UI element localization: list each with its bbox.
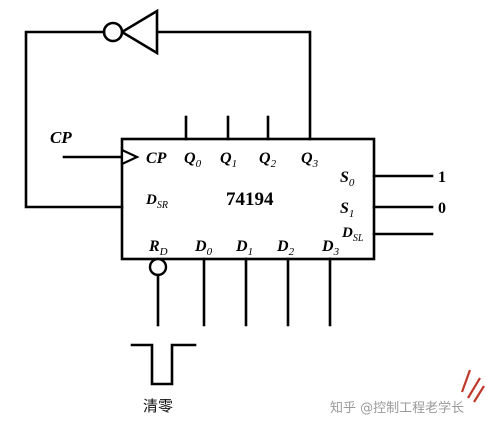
q3-label: Q3 — [301, 150, 319, 170]
rd-label: RD — [148, 238, 168, 258]
q2-label: Q2 — [259, 150, 277, 170]
clear-pulse-waveform — [130, 343, 197, 386]
q1-label: Q1 — [220, 150, 237, 170]
cp-external-label: CP — [50, 128, 72, 147]
dsl-label: DSL — [341, 225, 364, 244]
s0-value: 1 — [438, 169, 446, 186]
inverter-triangle — [119, 8, 159, 56]
rd-bubble — [148, 257, 168, 277]
chip-74194-body — [120, 137, 376, 261]
clock-triangle — [120, 148, 140, 166]
q0-label: Q0 — [184, 150, 202, 170]
s1-label: S1 — [340, 200, 354, 220]
watermark-logo-mark — [460, 369, 485, 403]
dsr-label: DSR — [145, 192, 168, 211]
d2-label: D2 — [276, 238, 295, 258]
inverter-bubble — [102, 21, 124, 43]
d3-label: D3 — [321, 238, 340, 258]
cp-pin-label: CP — [146, 150, 167, 167]
feedback-wire-dsr — [24, 30, 124, 209]
clear-label: 清零 — [143, 397, 173, 415]
s1-value: 0 — [438, 200, 446, 217]
chip-name: 74194 — [226, 189, 274, 210]
s0-label: S0 — [340, 169, 355, 189]
d1-label: D1 — [235, 238, 253, 258]
feedback-wire-q3 — [155, 30, 312, 141]
d0-label: D0 — [194, 238, 213, 258]
watermark-text: 知乎 @控制工程老学长 — [330, 400, 464, 416]
